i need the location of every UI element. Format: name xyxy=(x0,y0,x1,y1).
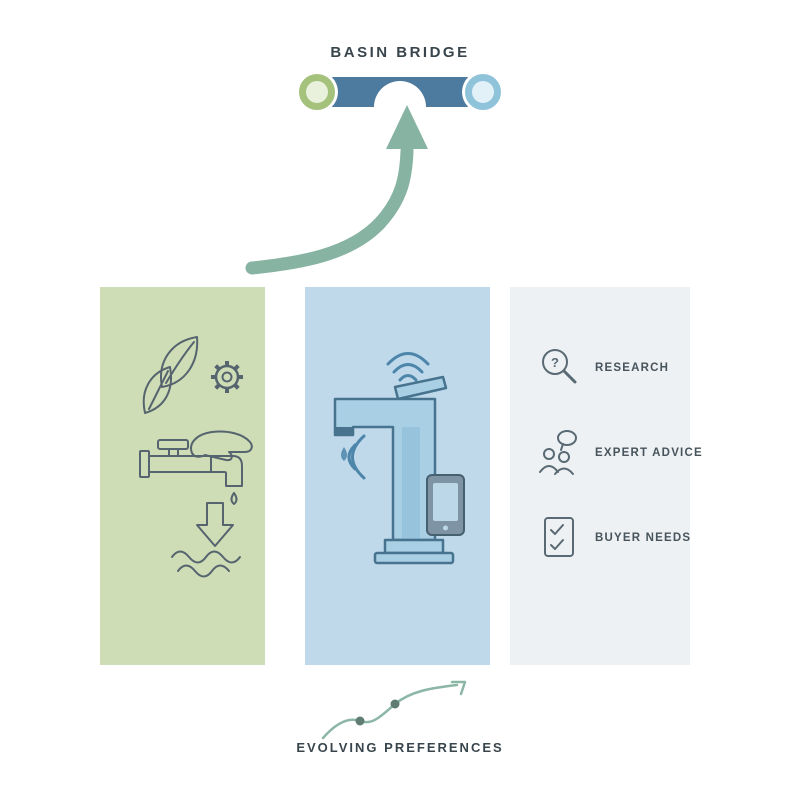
smart-faucet-illustration xyxy=(333,352,465,565)
trend-dot-2 xyxy=(390,699,400,709)
trend-line-chart-icon xyxy=(321,680,467,740)
upward-flow-arrow-icon xyxy=(245,105,428,275)
panel-sustainability xyxy=(100,287,265,665)
wifi-signal-side-icon xyxy=(347,434,366,480)
expert-advice-people-icon xyxy=(539,430,577,475)
bridge-left-circle-icon xyxy=(299,74,335,110)
list-item-expert-advice: EXPERT ADVICE xyxy=(536,428,703,478)
trend-dot-1 xyxy=(355,716,365,726)
list-item-buyer-needs: BUYER NEEDS xyxy=(536,513,691,563)
leaves-icon xyxy=(142,336,199,414)
page-title: BASIN BRIDGE xyxy=(330,44,470,61)
buyer-needs-checklist-icon xyxy=(544,517,574,557)
expert-advice-label: EXPERT ADVICE xyxy=(595,447,703,459)
panel-consumer-insights: ? RESEARCH EXPERT ADVICE xyxy=(510,287,702,665)
svg-text:?: ? xyxy=(551,355,559,370)
hand-over-faucet-icon xyxy=(139,430,253,505)
bridge-right-circle-icon xyxy=(465,74,501,110)
down-arrow-icon xyxy=(196,502,234,547)
water-waves-icon xyxy=(171,550,241,578)
list-item-research: ? RESEARCH xyxy=(536,345,669,391)
smart-faucet-icon xyxy=(333,375,455,565)
research-label: RESEARCH xyxy=(595,362,670,374)
bridge-span-shape xyxy=(317,77,483,107)
footer-caption: EVOLVING PREFERENCES xyxy=(296,740,504,755)
panel-smart-faucet xyxy=(305,287,490,665)
buyer-needs-label: BUYER NEEDS xyxy=(595,532,692,544)
sustainability-icons xyxy=(139,336,253,578)
smartphone-icon xyxy=(426,474,465,536)
basin-bridge-logo-icon xyxy=(296,71,504,113)
gear-icon xyxy=(211,361,243,393)
research-magnifier-icon: ? xyxy=(542,349,577,384)
